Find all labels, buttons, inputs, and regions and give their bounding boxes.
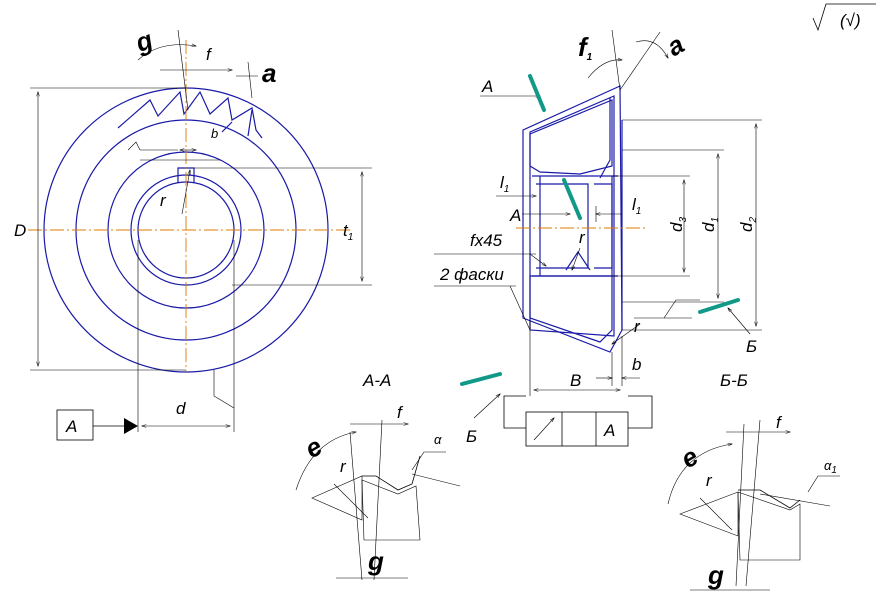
side-a1-label: a bbox=[662, 29, 690, 62]
section-bb-r-label: r bbox=[706, 471, 713, 490]
upper-hatch bbox=[529, 99, 613, 175]
section-b-arrow-left-label: Б bbox=[466, 427, 477, 446]
side-B-label: B bbox=[570, 371, 581, 390]
section-a-arrow2-label: A bbox=[509, 206, 521, 225]
section-bb: Б-Б f α1 r e g bbox=[667, 371, 840, 591]
section-aa-e-label: e bbox=[300, 431, 328, 464]
section-aa: А-А f α r e g bbox=[295, 371, 461, 581]
section-a-arrow-label: A bbox=[481, 77, 493, 96]
front-view: D t1 d A r b f g a bbox=[14, 24, 372, 441]
tolerance-frame: A Б bbox=[460, 372, 653, 447]
side-r2-label: r bbox=[634, 317, 641, 336]
tol-datum-label: A bbox=[603, 421, 615, 440]
section-b-marker bbox=[698, 298, 740, 314]
section-a-marker-inner bbox=[562, 178, 582, 220]
front-f-label: f bbox=[206, 45, 213, 64]
front-a-label: a bbox=[262, 58, 276, 88]
front-b-label: b bbox=[211, 126, 218, 141]
datum-triangle bbox=[124, 418, 138, 434]
section-bb-alpha-label: α1 bbox=[824, 458, 837, 476]
section-b-marker-left bbox=[460, 372, 502, 386]
side-l1-left-label: l1 bbox=[500, 173, 509, 195]
side-r-label: r bbox=[579, 228, 586, 247]
side-l1-right-label: l1 bbox=[632, 195, 641, 217]
section-a-marker bbox=[528, 74, 546, 112]
side-b-label: b bbox=[632, 355, 641, 374]
front-D-label: D bbox=[14, 221, 26, 240]
roughness-label: (√) bbox=[840, 11, 861, 30]
roughness-symbol: (√) bbox=[812, 3, 876, 32]
section-bb-e-label: e bbox=[676, 441, 704, 474]
side-d2-label: d2 bbox=[737, 217, 759, 232]
datum-a-label: A bbox=[65, 417, 77, 436]
section-bb-title: Б-Б bbox=[720, 371, 748, 390]
front-r-label: r bbox=[160, 191, 167, 210]
section-aa-f-label: f bbox=[397, 403, 404, 422]
side-view: d3 d1 d2 l1 l1 r A fx45 2 фаски r bbox=[434, 29, 762, 396]
front-d-label: d bbox=[176, 399, 186, 418]
side-d3-label: d3 bbox=[667, 217, 689, 232]
section-aa-r-label: r bbox=[340, 457, 347, 476]
front-g-label: g bbox=[130, 24, 156, 58]
section-aa-g-label: g bbox=[367, 546, 384, 576]
lower-hatch bbox=[529, 275, 613, 343]
side-d1-label: d1 bbox=[699, 217, 721, 232]
section-b-arrow-label: Б bbox=[746, 337, 757, 356]
section-bb-f-label: f bbox=[776, 413, 783, 432]
datum-a-box bbox=[56, 409, 94, 441]
chamfer-size-label: fx45 bbox=[470, 231, 503, 250]
section-aa-title: А-А bbox=[362, 371, 391, 390]
section-aa-alpha-label: α bbox=[434, 432, 442, 447]
chamfer-note-label: 2 фаски bbox=[439, 265, 504, 284]
side-f1-label: f1 bbox=[578, 32, 593, 63]
section-bb-g-label: g bbox=[707, 560, 724, 590]
front-t1-label: t1 bbox=[343, 221, 353, 243]
